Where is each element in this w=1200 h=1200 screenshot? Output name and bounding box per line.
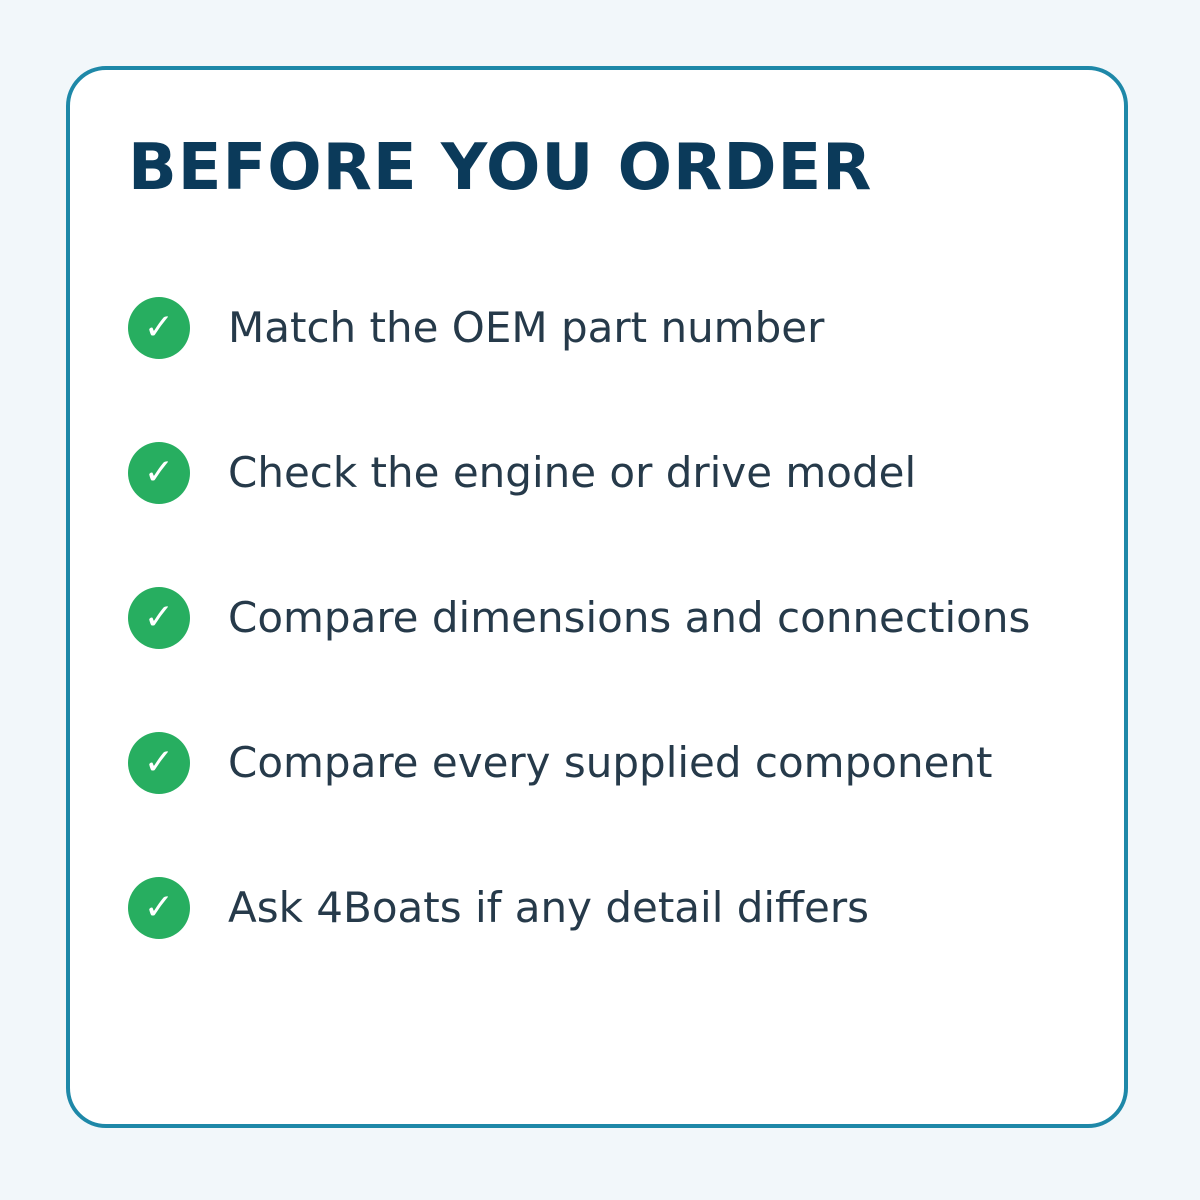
checklist-item-label: Check the engine or drive model [228, 448, 917, 497]
checklist-item: ✓ Match the OEM part number [128, 296, 824, 360]
card-title: BEFORE YOU ORDER [128, 131, 873, 205]
checklist-item: ✓ Ask 4Boats if any detail differs [128, 876, 869, 940]
checklist-item: ✓ Check the engine or drive model [128, 441, 916, 505]
checkmark-icon: ✓ [128, 297, 190, 359]
checklist-item-label: Compare dimensions and connections [228, 593, 1031, 642]
checklist-item-label: Ask 4Boats if any detail differs [228, 883, 869, 932]
checkmark-icon: ✓ [128, 442, 190, 504]
checklist-card: BEFORE YOU ORDER ✓ Match the OEM part nu… [66, 66, 1128, 1128]
checklist-item-label: Compare every supplied component [228, 738, 993, 787]
checklist-item: ✓ Compare dimensions and connections [128, 586, 1030, 650]
checklist-item: ✓ Compare every supplied component [128, 731, 993, 795]
checkmark-icon: ✓ [128, 587, 190, 649]
checkmark-icon: ✓ [128, 732, 190, 794]
checklist-item-label: Match the OEM part number [228, 303, 825, 352]
checkmark-icon: ✓ [128, 877, 190, 939]
